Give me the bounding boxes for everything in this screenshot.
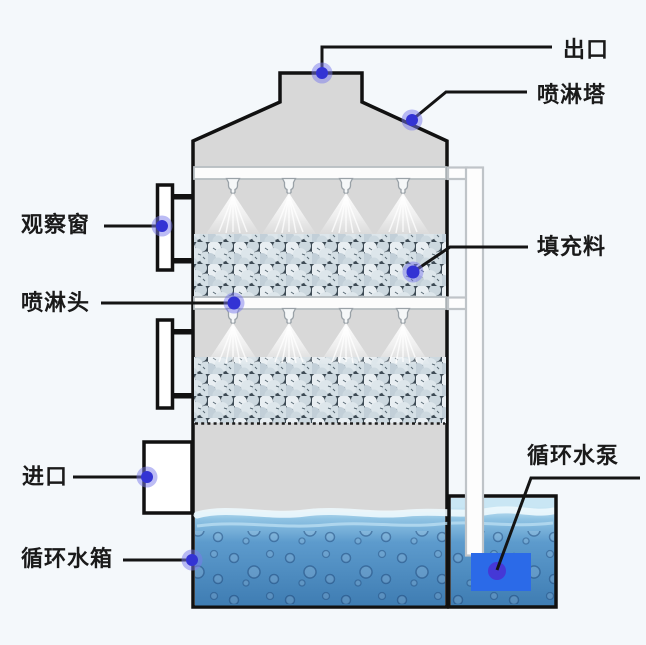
pipe-stub-lower — [446, 296, 469, 311]
marker-inlet — [136, 466, 158, 488]
label-circulating-tank: 循环水箱 — [21, 546, 114, 571]
packing-bed-upper — [194, 234, 446, 298]
marker-outlet — [311, 62, 333, 84]
leader-spray-tower — [411, 90, 527, 122]
label-outlet: 出口 — [563, 37, 610, 62]
marker-pump — [488, 562, 506, 580]
water-bubbles — [195, 531, 445, 604]
label-spray-tower: 喷淋塔 — [537, 82, 607, 107]
label-inlet: 进口 — [22, 464, 69, 489]
water-surface-highlight — [193, 506, 557, 519]
pipe-riser — [464, 166, 485, 557]
observation-window-lower — [155, 318, 194, 410]
label-circulating-pump: 循环水泵 — [527, 443, 620, 468]
marker-spray-tower — [401, 109, 423, 131]
label-spray-head: 喷淋头 — [21, 290, 91, 315]
leader-lines — [73, 45, 640, 571]
marker-spray-head — [223, 292, 245, 314]
tank-frame — [447, 494, 558, 609]
marker-observation-window — [151, 215, 173, 237]
pipe-stub-upper — [446, 166, 469, 181]
tower-shell — [191, 71, 449, 609]
packing-bed-lower — [194, 357, 446, 423]
leader-circulating-pump — [495, 476, 640, 571]
marker-packing-material — [402, 261, 424, 283]
marker-circulating-tank — [181, 549, 203, 571]
water-surface-ripple — [196, 521, 554, 528]
label-packing-material: 填充料 — [537, 234, 607, 259]
spray-header-upper — [193, 166, 447, 180]
leader-packing-material — [412, 245, 528, 274]
leader-outlet — [320, 45, 552, 73]
label-observation-window: 观察窗 — [21, 212, 91, 237]
